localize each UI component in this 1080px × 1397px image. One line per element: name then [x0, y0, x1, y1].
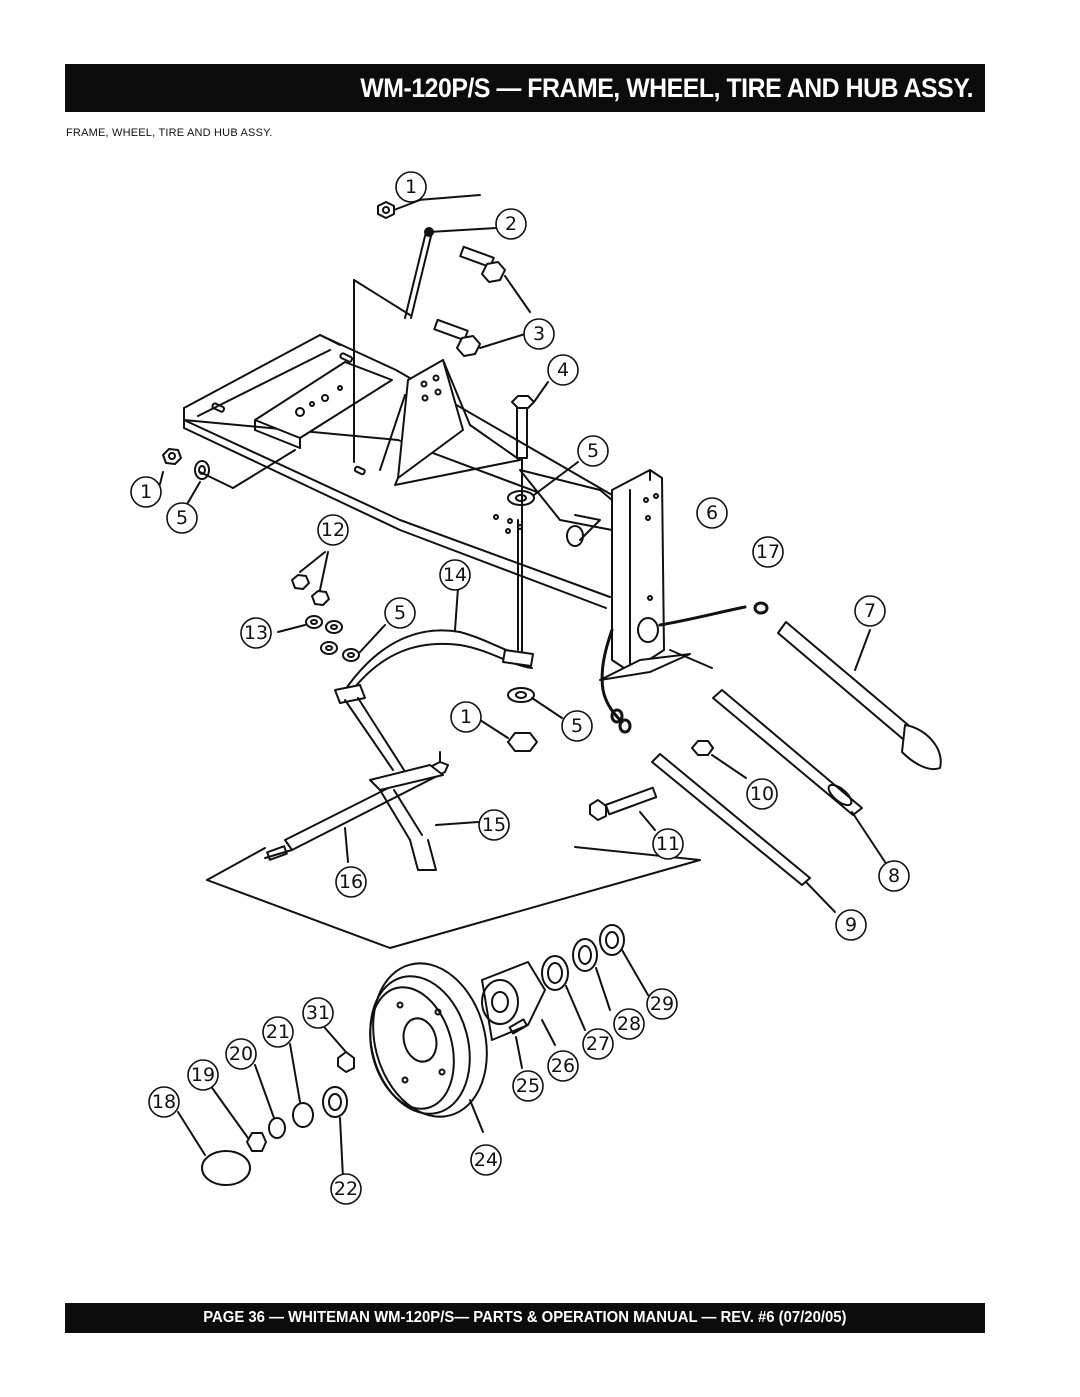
callout-label: 28	[617, 1013, 641, 1035]
diagram-subtitle: FRAME, WHEEL, TIRE AND HUB ASSY.	[66, 127, 273, 139]
callout-label: 11	[656, 833, 680, 855]
callout-label: 2	[505, 213, 517, 235]
callout-label: 29	[650, 993, 674, 1015]
jack-stand	[599, 469, 713, 681]
callout-circles	[130, 171, 910, 1205]
callout-label: 4	[557, 359, 569, 381]
callout-label: 1	[140, 481, 152, 503]
axle-spring-assembly	[206, 551, 701, 949]
callout-label: 8	[888, 865, 900, 887]
page-title: WM-120P/S — FRAME, WHEEL, TIRE AND HUB A…	[360, 72, 973, 103]
callout-label: 24	[474, 1149, 498, 1171]
callout-label: 5	[571, 715, 583, 737]
page-title-bar: WM-120P/S — FRAME, WHEEL, TIRE AND HUB A…	[65, 64, 985, 112]
callout-label: 1	[460, 706, 472, 728]
callout-label: 1	[405, 176, 417, 198]
callout-label: 19	[191, 1064, 215, 1086]
left-hardware	[159, 448, 210, 507]
callout-label: 5	[176, 507, 188, 529]
trailer-frame	[183, 279, 613, 609]
callout-label: 14	[443, 564, 467, 586]
page-footer-bar: PAGE 36 — WHITEMAN WM-120P/S— PARTS & OP…	[65, 1303, 985, 1333]
callout-label: 5	[394, 602, 406, 624]
callout-label: 17	[756, 541, 780, 563]
safety-chain	[600, 601, 769, 734]
callout-label: 5	[587, 440, 599, 462]
hub-drum-assembly	[177, 924, 649, 1186]
callout-label: 15	[482, 814, 506, 836]
callout-label: 21	[266, 1021, 290, 1043]
page-footer-text: PAGE 36 — WHITEMAN WM-120P/S— PARTS & OP…	[203, 1309, 847, 1326]
top-hardware	[377, 194, 579, 659]
callout-label: 7	[864, 600, 876, 622]
callout-label: 9	[845, 914, 857, 936]
callout-label: 3	[533, 323, 545, 345]
callout-label: 6	[706, 502, 718, 524]
callout-label: 16	[339, 871, 363, 893]
callout-label: 26	[551, 1055, 575, 1077]
callout-label: 18	[152, 1091, 176, 1113]
tongue-bars	[589, 621, 942, 913]
callout-label: 10	[750, 783, 774, 805]
callout-label: 25	[516, 1075, 540, 1097]
callout-label: 12	[321, 519, 345, 541]
callout-label: 27	[586, 1033, 610, 1055]
callout-label: 31	[306, 1002, 330, 1024]
callout-label: 22	[334, 1178, 358, 1200]
callout-label: 20	[229, 1043, 253, 1065]
callout-label: 13	[244, 622, 268, 644]
